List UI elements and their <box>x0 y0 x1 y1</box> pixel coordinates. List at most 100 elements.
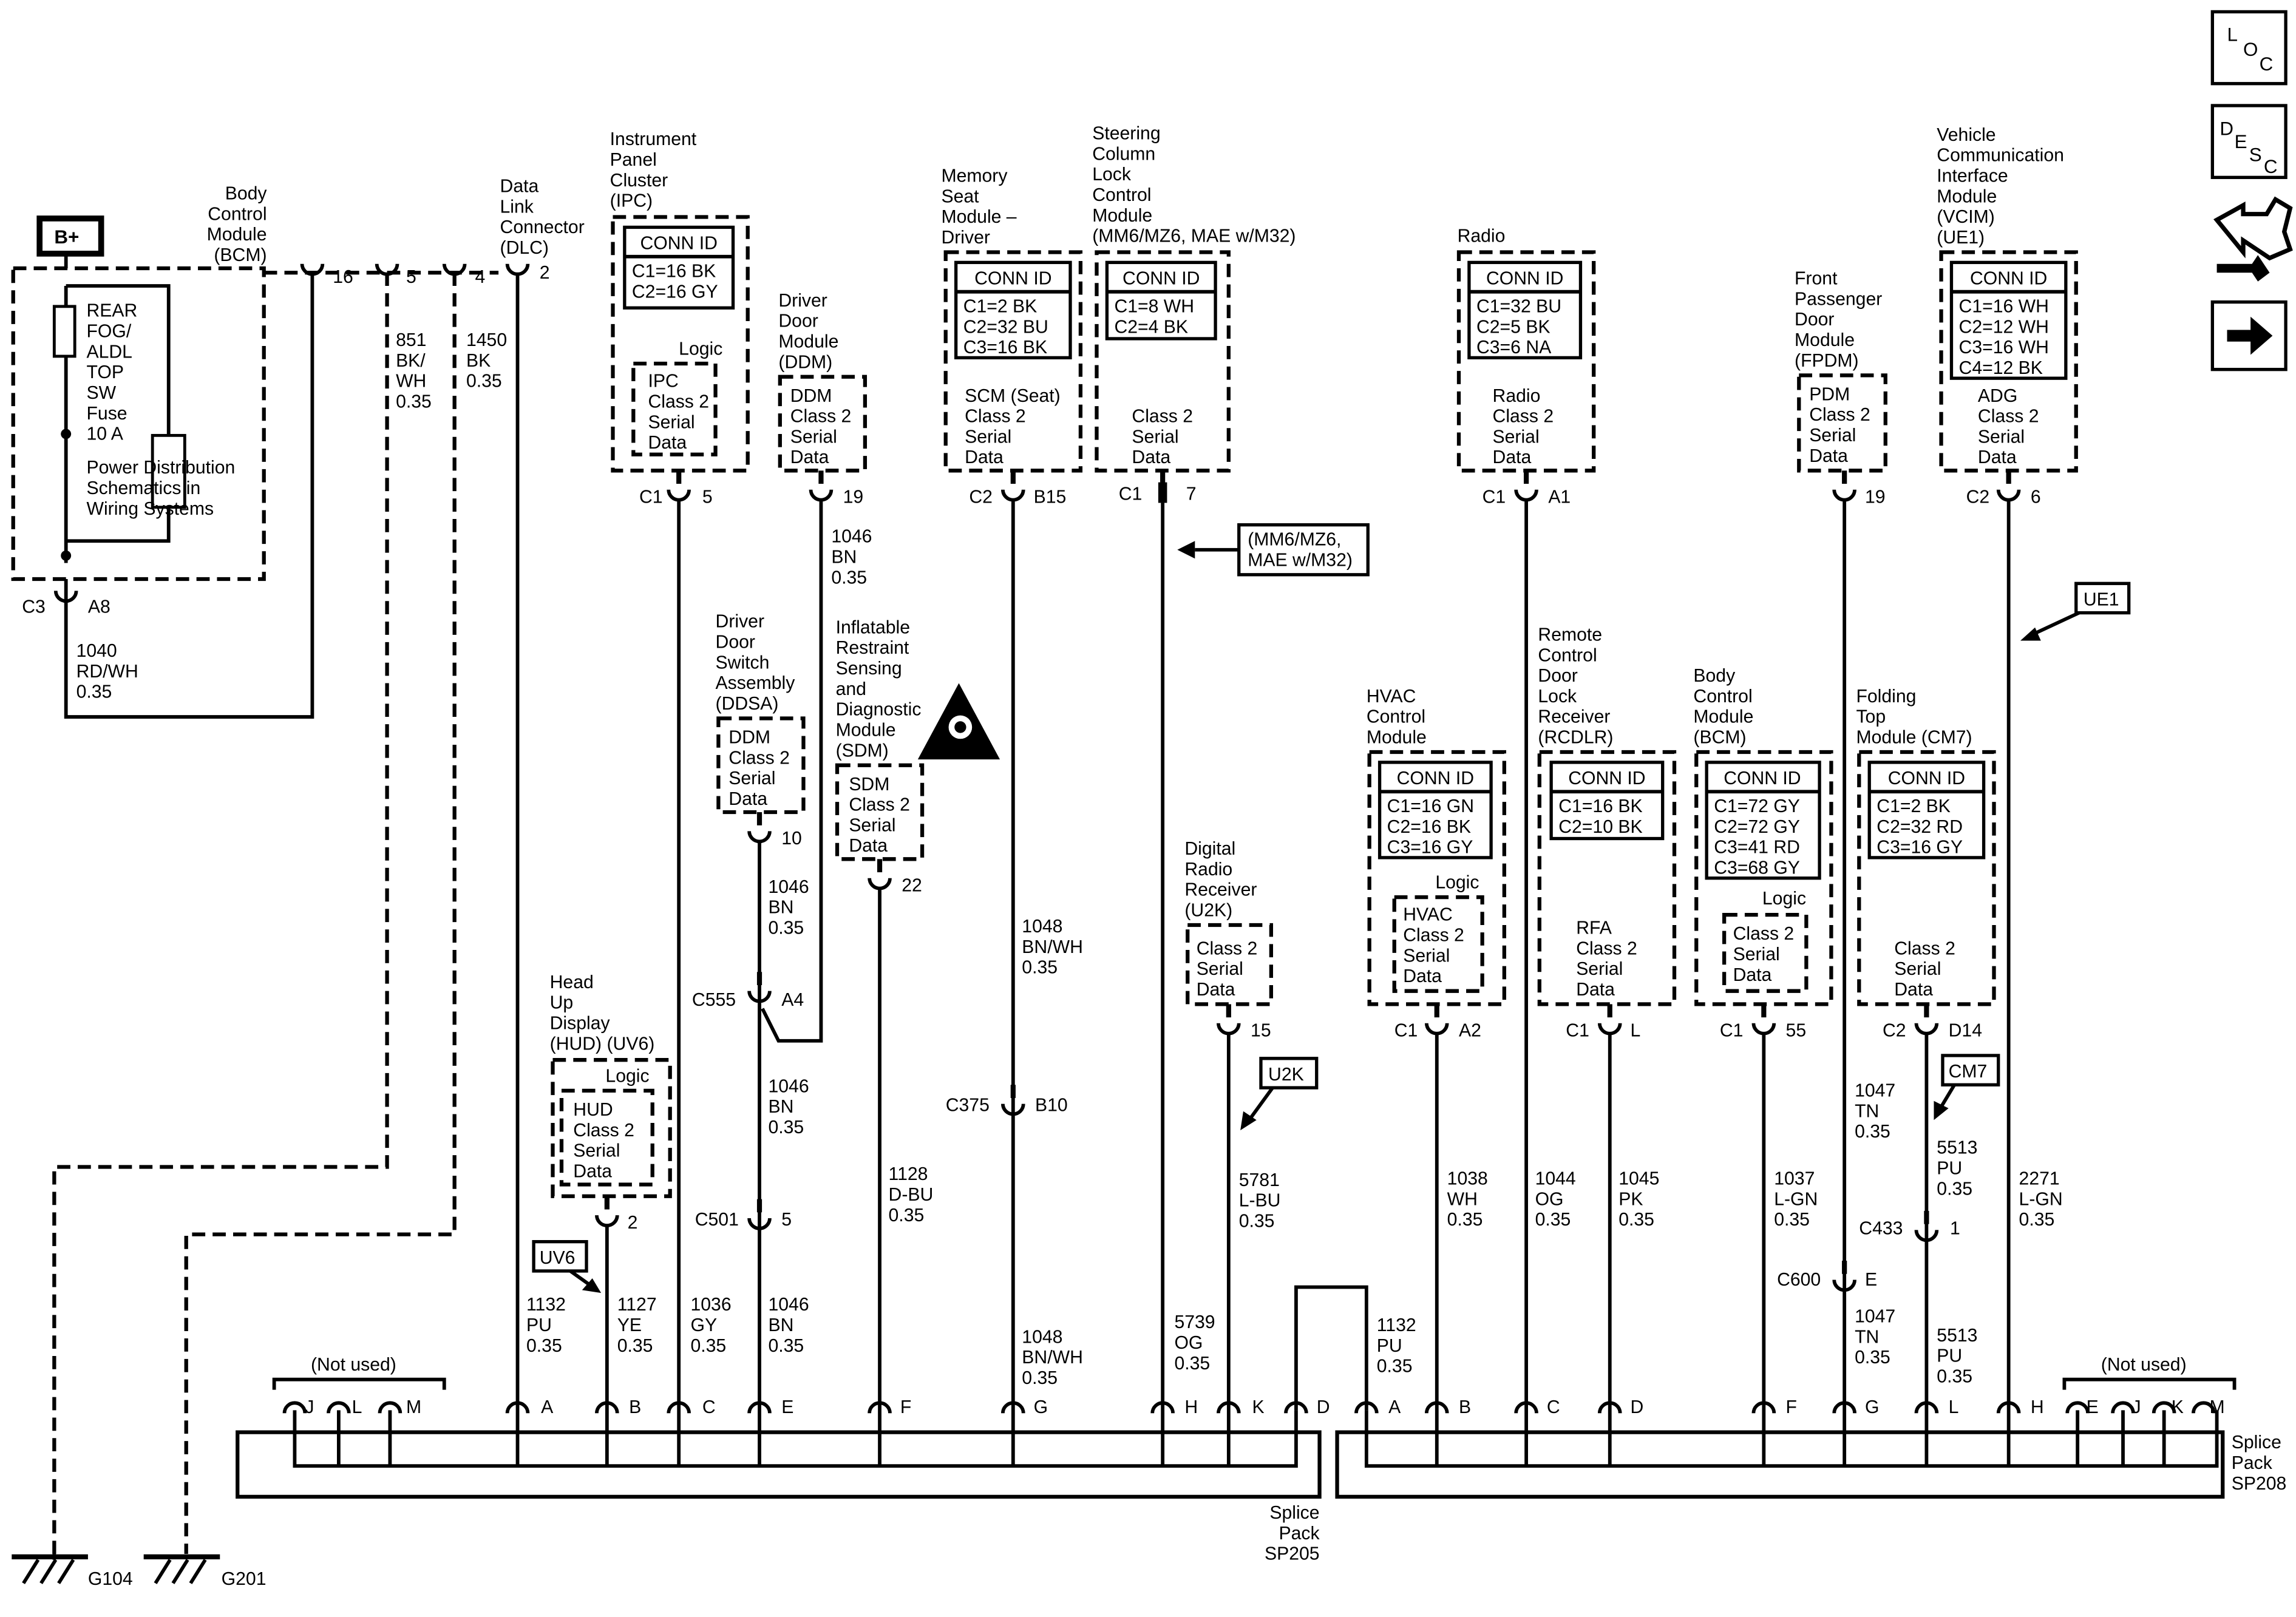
rcdlr-conn-label: C1 <box>1566 1021 1589 1041</box>
rcdlr-pin-label: L <box>1631 1021 1641 1041</box>
sdm-inner-1: SDM <box>849 775 889 795</box>
bcm2-pin-label: 55 <box>1786 1021 1807 1041</box>
hvac-conn-1: C1=16 GN <box>1387 796 1474 816</box>
airbag-warning-icon <box>917 683 1000 760</box>
fpdm-title-4: Module <box>1795 330 1855 350</box>
wire-851-num: 851 <box>396 330 426 350</box>
msm-wire-top-num: 1048 <box>1022 917 1062 937</box>
sp205-label-1: Splice <box>1269 1503 1319 1523</box>
u2k-connector <box>1217 1023 1241 1036</box>
wire-1040-gauge: 0.35 <box>76 682 112 702</box>
ddm-pin: 19 <box>843 487 864 507</box>
cm7-inner-1: Class 2 <box>1894 938 1955 958</box>
wire-1036-color: GY <box>690 1315 717 1335</box>
sp208-pin-k: K <box>2172 1397 2184 1417</box>
ipc-conn-1: C1=16 BK <box>632 262 716 282</box>
sdm-title-7: (SDM) <box>836 741 889 761</box>
sclcm-pin-label: 7 <box>1186 484 1197 504</box>
sdm-wire-num: 1128 <box>889 1164 928 1184</box>
radio-inner-3: Serial <box>1493 427 1540 447</box>
sclcm-conn-2: C2=4 BK <box>1114 317 1188 337</box>
msm-conn-2: C2=32 BU <box>963 317 1048 337</box>
fuse-label-1: REAR <box>86 301 137 321</box>
sp208-pin-f: F <box>1786 1397 1797 1417</box>
hvac-wire-color: WH <box>1447 1189 1478 1209</box>
ddm-inner-2: Class 2 <box>790 407 852 427</box>
sdm-wire-gauge: 0.35 <box>889 1205 925 1225</box>
sp208-wire-a-gauge: 0.35 <box>1377 1357 1413 1377</box>
c501-pin: 5 <box>781 1210 792 1230</box>
bcm2-wire-color: L-GN <box>1774 1189 1818 1209</box>
cm7-tag-box <box>1941 1054 2000 1086</box>
msm-title-1: Memory <box>941 166 1008 186</box>
rcdlr-conn-1: C1=16 BK <box>1558 796 1642 816</box>
sp205-pin-h: H <box>1184 1397 1198 1417</box>
hud-tag: UV6 <box>540 1248 576 1268</box>
msm-inner-3: Serial <box>965 427 1011 447</box>
hud-logic: Logic <box>605 1066 649 1086</box>
radio-inner-4: Data <box>1493 447 1532 467</box>
ddm-module-box <box>778 375 868 473</box>
wire-851-color1: BK/ <box>396 351 426 371</box>
ddm-title-3: Module <box>778 331 838 351</box>
c555-connector <box>747 991 772 1003</box>
ddsa-pin: 10 <box>781 829 802 849</box>
next-arrow-button[interactable] <box>2210 300 2288 371</box>
desc-icon-e: E <box>2235 131 2247 152</box>
loc-icon-c: C <box>2260 53 2274 75</box>
wire-1450-color: BK <box>466 351 491 371</box>
ddsa-inner-2: Class 2 <box>729 748 790 768</box>
sp208-pin-a: A <box>1388 1397 1401 1417</box>
desc-button[interactable]: D E S C <box>2210 104 2288 179</box>
radio-conn-2: C2=5 BK <box>1476 317 1550 337</box>
rcdlr-inner-2: Class 2 <box>1576 938 1637 958</box>
c501-connector <box>747 1218 772 1230</box>
fuse-label-3: ALDL <box>86 342 132 362</box>
dlc-title-1: Data <box>500 176 539 196</box>
sp205-pin-m: M <box>406 1397 421 1417</box>
sdm-connector <box>868 878 892 890</box>
cm7-title-2: Top <box>1856 707 1886 727</box>
sclcm-note-box <box>1237 523 1370 577</box>
u2k-inner-3: Data <box>1197 980 1235 1000</box>
sp205-pin-g: G <box>1034 1397 1048 1417</box>
vcim-title-4: Module <box>1937 186 1997 206</box>
wire-1036-gauge: 0.35 <box>690 1336 726 1356</box>
cm7-wire-top-color: PU <box>1937 1159 1962 1179</box>
radio-wire-color: OG <box>1535 1189 1564 1209</box>
hvac-wire-gauge: 0.35 <box>1447 1210 1483 1230</box>
sdm-module-box <box>835 763 925 861</box>
sclcm-inner-1: Class 2 <box>1132 407 1193 427</box>
sdm-title-2: Restraint <box>836 638 909 658</box>
sclcm-wire-gauge: 0.35 <box>1174 1354 1210 1374</box>
sp205-pin-c: C <box>702 1397 716 1417</box>
ddm-wire-color: BN <box>831 547 857 567</box>
cm7-wire-bot-color: PU <box>1937 1346 1962 1366</box>
wire-1040-color: RD/WH <box>76 662 138 682</box>
hud-inner-4: Data <box>573 1161 612 1181</box>
sp205-pin-e: E <box>781 1397 793 1417</box>
msm-pin-label: B15 <box>1034 487 1067 507</box>
radio-inner-1: Radio <box>1493 386 1541 406</box>
rcdlr-title-6: (RCDLR) <box>1538 728 1613 748</box>
hud-title-3: Display <box>550 1013 611 1033</box>
connector-wrench-icon[interactable] <box>2213 196 2293 282</box>
bplus-label-box: B+ <box>36 215 104 257</box>
u2k-wire-gauge: 0.35 <box>1239 1212 1275 1232</box>
ddm-title-1: Driver <box>778 291 827 311</box>
rcdlr-title-4: Lock <box>1538 686 1577 707</box>
rcdlr-conn-2: C2=10 BK <box>1558 817 1642 837</box>
sclcm-c1-connector <box>1158 482 1167 503</box>
cm7-connector <box>1914 1023 1939 1036</box>
c433-connector <box>1914 1230 1939 1242</box>
vcim-conn-3: C3=16 WH <box>1959 337 2049 358</box>
rcdlr-title-1: Remote <box>1538 625 1602 645</box>
radio-title: Radio <box>1458 226 1506 246</box>
hud-title-4: (HUD) (UV6) <box>550 1034 655 1054</box>
vcim-title-5: (VCIM) <box>1937 207 1995 227</box>
bcm-pin-16: 16 <box>333 267 353 287</box>
hvac-inner-2: Class 2 <box>1403 926 1464 946</box>
loc-button[interactable]: L O C <box>2210 10 2288 86</box>
hud-inner-1: HUD <box>573 1100 613 1120</box>
